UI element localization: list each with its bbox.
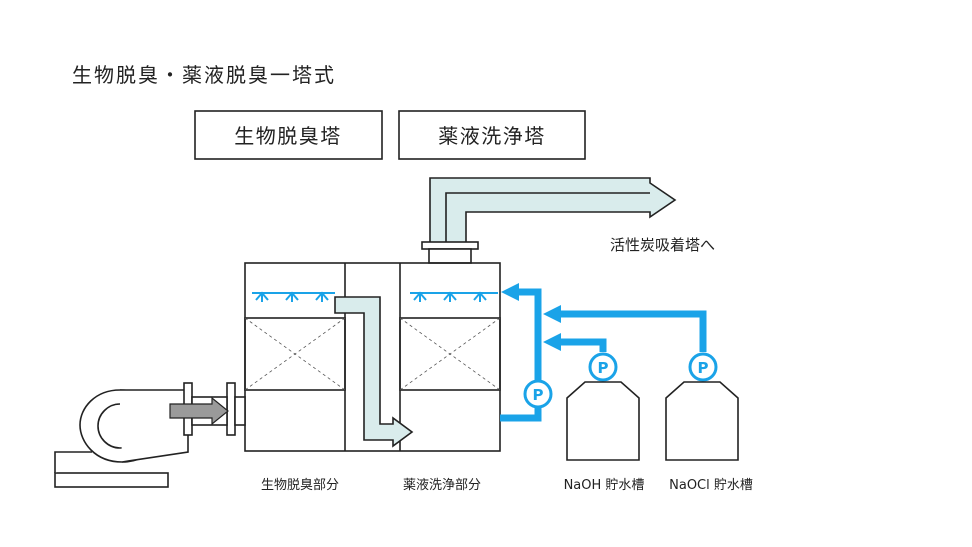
naocl-tank-label: NaOCl 貯水槽 <box>669 478 753 493</box>
exhaust-flange <box>421 241 479 250</box>
chem-tower-label: 薬液洗浄塔 <box>438 124 546 148</box>
naoh-feed-line <box>560 338 607 352</box>
bio-packing-bed <box>244 317 346 391</box>
chem-packing-bed <box>399 317 501 391</box>
naocl-feed-arrowhead <box>543 305 561 323</box>
exhaust-duct-inner <box>445 192 650 252</box>
exhaust-duct-arrow <box>429 177 677 253</box>
inlet-gas-arrow <box>169 396 229 426</box>
bio-sprinkler <box>252 291 335 302</box>
inlet-blower <box>54 382 246 488</box>
naocl-tank <box>665 381 739 461</box>
naoh-pump: P <box>588 352 618 382</box>
circulation-line <box>500 288 542 422</box>
circulation-arrowhead <box>501 283 519 301</box>
bio-section-label: 生物脱臭部分 <box>261 478 339 493</box>
chem-tower-label-box <box>398 110 586 160</box>
chem-section-label: 薬液洗浄部分 <box>403 478 481 493</box>
naoh-tank-label: NaOH 貯水槽 <box>564 478 645 493</box>
naoh-tank <box>566 381 640 461</box>
svg-text:P: P <box>533 386 544 404</box>
bio-tower-label-box <box>194 110 383 160</box>
naocl-pump: P <box>688 352 718 382</box>
internal-gas-flow-arrow <box>334 296 414 448</box>
diagram-title: 生物脱臭・薬液脱臭一塔式 <box>72 63 336 87</box>
exhaust-neck <box>428 248 472 264</box>
outlet-label: 活性炭吸着塔へ <box>610 236 715 254</box>
svg-text:P: P <box>698 359 709 377</box>
svg-text:P: P <box>598 359 609 377</box>
naocl-feed-line <box>560 310 707 352</box>
circulation-pump: P <box>523 379 553 409</box>
bio-tower-label: 生物脱臭塔 <box>234 124 342 148</box>
chem-sprinkler <box>410 291 498 302</box>
naoh-feed-arrowhead <box>543 333 561 351</box>
